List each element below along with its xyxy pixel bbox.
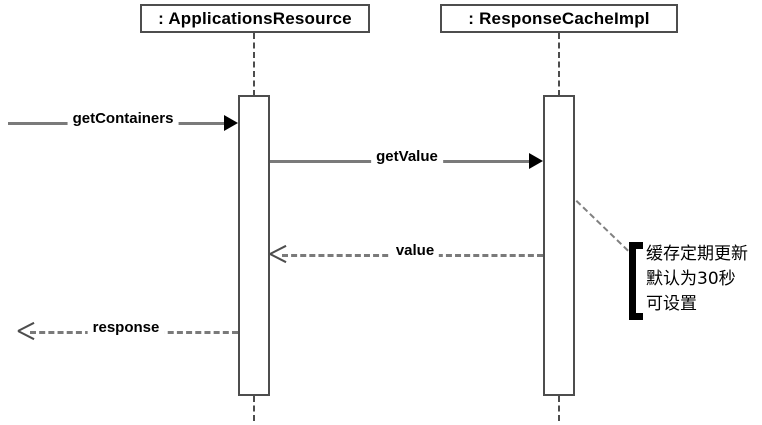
- note-bracket-icon: [629, 242, 643, 320]
- lifeline-label-response-cache-impl: : ResponseCacheImpl: [468, 8, 650, 28]
- lifeline-label-applications-resource: : ApplicationsResource: [158, 8, 352, 28]
- arrowhead-filled-right-get-containers: [224, 115, 238, 131]
- arrowhead-open-left-response: [17, 321, 35, 341]
- lifeline-axis-applications-resource-lower: [253, 396, 255, 421]
- note-line-2: 默认为30秒: [646, 269, 736, 289]
- message-label-get-containers: getContainers: [67, 111, 179, 126]
- note-text-cache-refresh: 缓存定期更新 默认为30秒 可设置: [646, 242, 758, 317]
- note-line-1: 缓存定期更新: [646, 244, 748, 264]
- lifeline-header-response-cache-impl[interactable]: : ResponseCacheImpl: [440, 4, 678, 33]
- message-label-response: response: [87, 320, 165, 335]
- activation-bar-response-cache-impl: [543, 95, 575, 396]
- arrowhead-filled-right-get-value: [529, 153, 543, 169]
- activation-bar-applications-resource: [238, 95, 270, 396]
- arrowhead-open-left-value: [269, 244, 287, 264]
- message-label-value: value: [390, 243, 440, 258]
- lifeline-axis-applications-resource: [253, 33, 255, 96]
- note-line-3: 可设置: [646, 294, 697, 314]
- lifeline-axis-response-cache-impl-lower: [558, 396, 560, 421]
- message-label-get-value: getValue: [371, 149, 443, 164]
- lifeline-axis-response-cache-impl: [558, 33, 560, 96]
- note-connector-line: [575, 200, 629, 252]
- lifeline-header-applications-resource[interactable]: : ApplicationsResource: [140, 4, 370, 33]
